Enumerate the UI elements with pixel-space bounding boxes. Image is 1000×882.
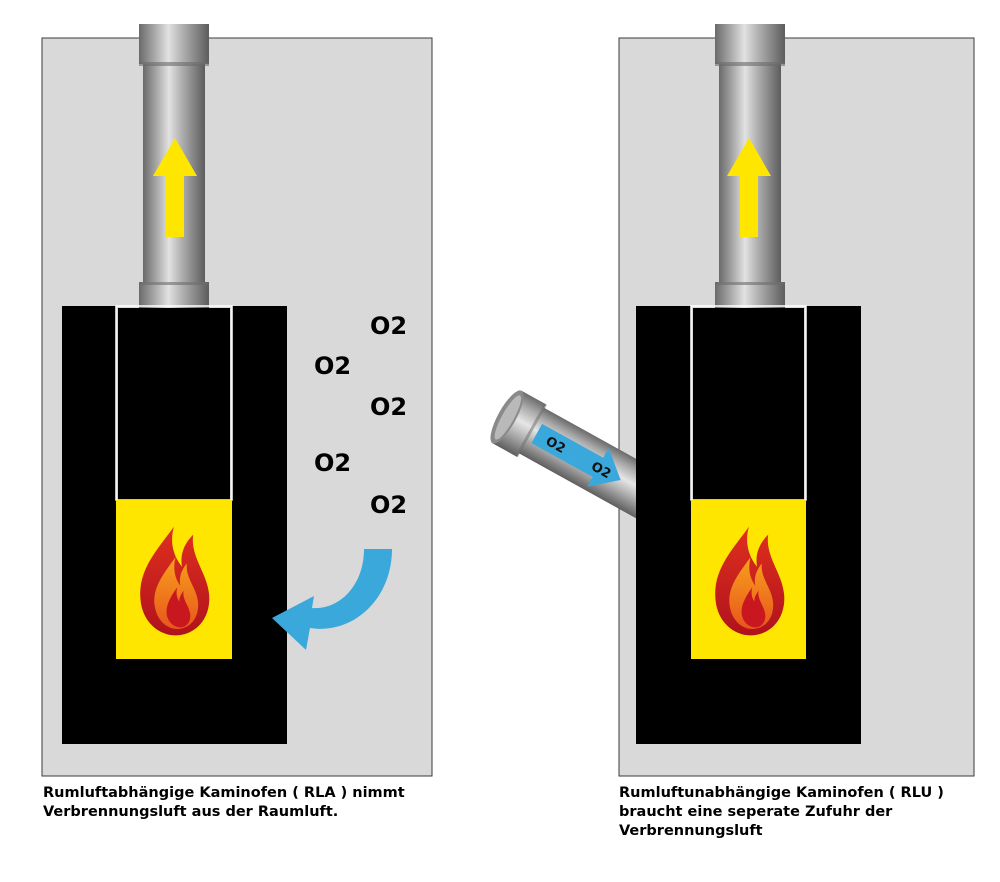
flue-draft-arrow: [727, 138, 771, 237]
o2-label: O2: [370, 312, 407, 340]
stove-body: [636, 305, 861, 744]
stove-body: [62, 305, 287, 744]
caption-line: Verbrennungsluft: [619, 823, 763, 839]
caption-rla: Rumluftabhängige Kaminofen ( RLA ) nimmt…: [43, 784, 423, 822]
room-air-intake-arrow: [272, 549, 392, 650]
o2-label: O2: [314, 352, 351, 380]
caption-line: braucht eine seperate Zufuhr der: [619, 804, 893, 820]
external-air-supply-pipe: O2 O2: [490, 390, 664, 520]
right-panel-rlu: O2 O2: [490, 24, 975, 777]
o2-label: O2: [370, 491, 407, 519]
chimney-pipe: [139, 24, 209, 308]
caption-rlu: Rumluftunabhängige Kaminofen ( RLU ) bra…: [619, 784, 999, 841]
o2-label: O2: [370, 393, 407, 421]
left-panel-rla: O2 O2 O2 O2 O2: [41, 24, 433, 777]
caption-line: Rumluftabhängige Kaminofen ( RLA ) nimmt: [43, 785, 405, 801]
o2-label: O2: [314, 449, 351, 477]
flue-draft-arrow: [153, 138, 197, 237]
caption-line: Verbrennungsluft aus der Raumluft.: [43, 804, 339, 820]
caption-line: Rumluftunabhängige Kaminofen ( RLU ): [619, 785, 944, 801]
external-air-arrow: [531, 423, 621, 487]
